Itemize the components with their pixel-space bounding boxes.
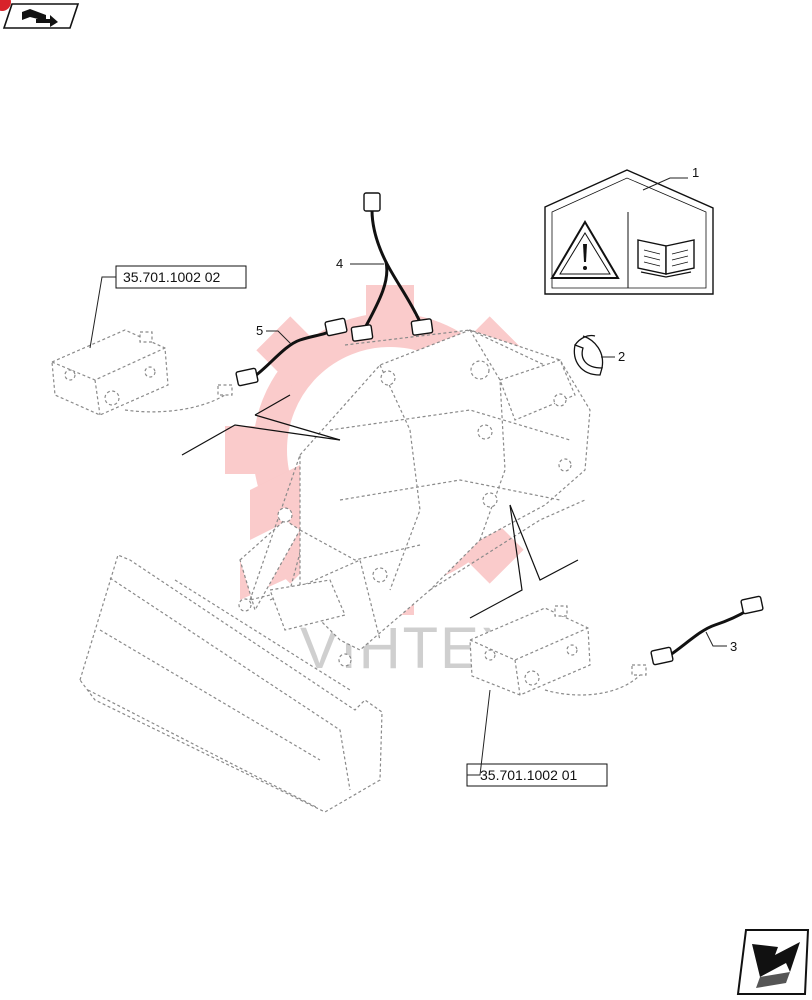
connector-left (350, 324, 374, 342)
callout-3: 3 (705, 631, 737, 654)
loader-frame (79, 329, 591, 813)
book-arrow-icon[interactable] (0, 0, 80, 29)
callout-4: 4 (336, 256, 384, 271)
svg-text:2: 2 (618, 349, 625, 364)
connector-3-right (740, 595, 764, 615)
connector-5-left (235, 367, 259, 387)
connector-top (363, 192, 381, 212)
valve-block-lower (469, 605, 647, 696)
reference-box-upper[interactable]: 35.701.1002 02 (89, 265, 247, 349)
svg-text:5: 5 (256, 323, 263, 338)
wiring-harness-y (350, 192, 434, 342)
warning-decal (544, 169, 714, 295)
wiring-harness-5 (235, 317, 348, 387)
svg-text:1: 1 (692, 165, 699, 180)
clamp-part (573, 334, 604, 376)
warning-triangle-icon (550, 220, 620, 279)
valve-block-upper (51, 329, 233, 416)
callout-5: 5 (256, 323, 292, 345)
connector-3-left (650, 646, 674, 666)
reference-box-lower[interactable]: 35.701.1002 01 (466, 689, 608, 787)
reference-label-lower: 35.701.1002 01 (480, 767, 578, 783)
svg-text:3: 3 (730, 639, 737, 654)
connector-5-right (324, 317, 348, 337)
reference-label-upper: 35.701.1002 02 (123, 269, 221, 285)
open-book-icon (637, 239, 695, 278)
connector-right (410, 318, 434, 336)
callout-2: 2 (601, 349, 625, 364)
wiring-harness-3 (650, 595, 764, 666)
callout-1: 1 (642, 165, 699, 191)
next-page-arrow-icon[interactable] (736, 929, 810, 995)
svg-text:4: 4 (336, 256, 343, 271)
assembly-guide-lines (181, 394, 579, 619)
